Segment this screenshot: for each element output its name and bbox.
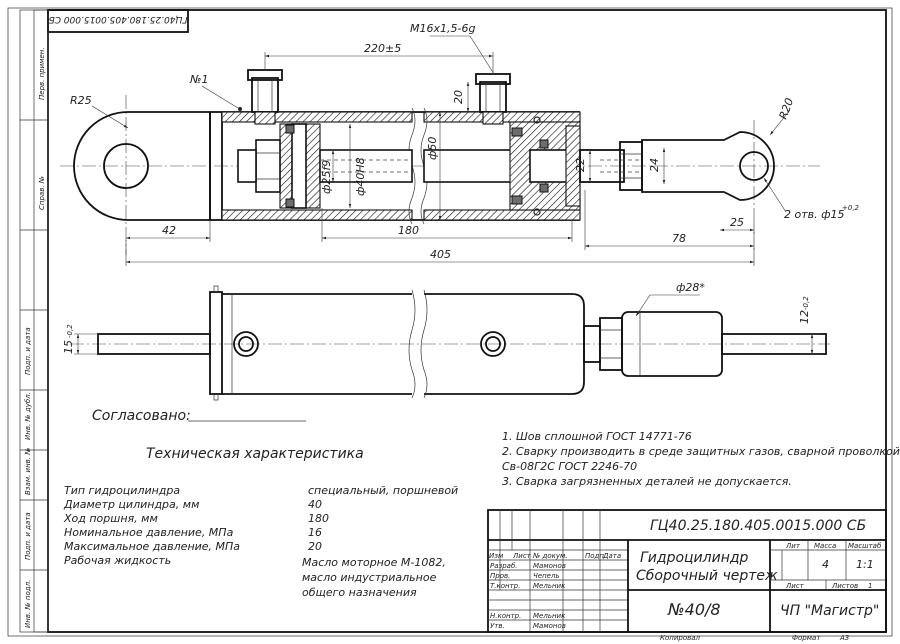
title-block: ГЦ40.25.180.405.0015.000 СБ Гидроцилиндр…	[487, 509, 887, 642]
tb-col-izm: Изм	[489, 552, 504, 560]
spec-value-4: 20	[308, 540, 322, 553]
tb-col-date: Дата	[602, 552, 621, 560]
spec-label-2: Ход поршня, мм	[63, 512, 158, 525]
side-label-5: Взам. инв. №	[24, 447, 32, 495]
dim-d28: ф28*	[676, 281, 705, 294]
tb-designation: ГЦ40.25.180.405.0015.000 СБ	[650, 518, 866, 534]
dim-d50: ф50	[426, 137, 439, 160]
spec-value-0: специальный, поршневой	[308, 484, 458, 497]
dim-d40: ф40Н8	[354, 157, 367, 196]
dim-20-top: 20	[452, 90, 465, 104]
tb-copied: Копировал	[660, 634, 701, 642]
dim-r25: R25	[70, 94, 92, 107]
tb-mass: 4	[822, 558, 829, 571]
dim-15: 15	[62, 340, 75, 354]
spec-label-3: Номинальное давление, МПа	[64, 526, 234, 539]
agreed-label: Согласовано:	[92, 408, 191, 424]
tb-name-2: Сборочный чертеж	[636, 568, 778, 584]
tb-role-0: Разраб.	[490, 562, 518, 570]
tb-format-val: А3	[839, 634, 849, 642]
dim-12-tol: -0,2	[802, 296, 810, 310]
note-2: 2. Сварку производить в среде защитных г…	[502, 445, 900, 458]
tb-name-1: Гидроцилиндр	[640, 550, 749, 566]
spec-value-5c: общего назначения	[302, 586, 417, 599]
tb-person-4: Мельник	[533, 612, 566, 620]
tb-sheet-label: Лист	[785, 582, 805, 590]
dim-12: 12	[798, 310, 811, 324]
tb-col-list: Лист	[512, 552, 532, 560]
tb-sheets-label: Листов	[831, 582, 858, 590]
stamp-top-left: ГЦ40.25.180.405.0015.000 СБ	[49, 14, 188, 24]
technical-notes: 1. Шов сплошной ГОСТ 14771-76 2. Сварку …	[502, 430, 900, 488]
dim-pos1: №1	[189, 73, 208, 86]
dim-78: 78	[672, 232, 686, 245]
dim-22: 22	[574, 158, 587, 172]
tb-person-0: Мамонов	[533, 562, 566, 570]
side-label-1: Перв. примен.	[38, 47, 46, 100]
tb-format: Формат	[792, 634, 821, 642]
dim-42: 42	[162, 224, 176, 237]
dim-405: 405	[430, 248, 451, 261]
spec-title: Техническая характеристика	[146, 446, 364, 462]
tb-person-1: Чепель	[533, 572, 560, 580]
tb-org: ЧП "Магистр"	[780, 603, 879, 619]
side-label-3: Подп. и дата	[24, 327, 32, 375]
side-label-7: Инв. № подл.	[24, 580, 32, 628]
technical-characteristics: Техническая характеристика Тип гидроцили…	[63, 446, 458, 599]
tb-sheets: 1	[868, 582, 872, 590]
tb-number: №40/8	[667, 600, 721, 619]
dim-holes-tol: +0,2	[842, 204, 860, 212]
dim-220: 220±5	[364, 42, 401, 55]
tb-scale: 1:1	[856, 558, 874, 571]
spec-label-5: Рабочая жидкость	[64, 554, 171, 567]
spec-value-2: 180	[308, 512, 329, 525]
tb-role-5: Утв.	[490, 622, 505, 630]
cylinder-section-view	[60, 69, 820, 255]
tb-person-5: Мамонов	[533, 622, 566, 630]
tb-col-sign: Подп.	[585, 552, 606, 560]
note-2b: Св-08Г2С ГОСТ 2246-70	[502, 460, 637, 473]
tb-role-2: Т.контр.	[490, 582, 520, 590]
dim-d25: ф25f9	[320, 160, 333, 194]
tb-col-doc: № докум.	[532, 552, 568, 560]
note-3: 3. Сварка загрязненных деталей не допуск…	[502, 475, 792, 488]
spec-value-5b: масло индустриальное	[302, 571, 437, 584]
dim-24: 24	[648, 158, 661, 172]
drawing-frame: ГЦ40.25.180.405.0015.000 СБ Перв. примен…	[7, 7, 893, 637]
tb-role-4: Н.контр.	[490, 612, 521, 620]
side-label-6: Подп. и дата	[24, 512, 32, 560]
tb-person-2: Мельник	[533, 582, 566, 590]
tb-mass-label: Масса	[814, 542, 836, 550]
dim-thread: М16х1,5-6g	[410, 22, 475, 35]
dimension-annotations: М16х1,5-6g 220±5 №1 R25 20 R20 ф25f9 ф40…	[70, 22, 860, 266]
cylinder-side-view: ф28* 15 -0,2 12 -0,2	[62, 281, 830, 401]
dim-180: 180	[398, 224, 419, 237]
spec-value-5: Масло моторное М-1082,	[302, 556, 446, 569]
tb-scale-label: Масштаб	[848, 542, 882, 550]
side-label-2: Справ. №	[38, 176, 46, 210]
dim-25: 25	[730, 216, 744, 229]
tb-lit-label: Лит	[785, 542, 801, 550]
dim-15-tol: -0,2	[66, 324, 74, 338]
dim-r20: R20	[777, 96, 797, 121]
spec-label-4: Максимальное давление, МПа	[64, 540, 240, 553]
dim-holes: 2 отв. ф15	[784, 208, 845, 221]
note-1: 1. Шов сплошной ГОСТ 14771-76	[502, 430, 692, 443]
spec-value-3: 16	[308, 526, 322, 539]
spec-label-1: Диаметр цилиндра, мм	[63, 498, 199, 511]
spec-value-1: 40	[308, 498, 322, 511]
tb-role-1: Пров.	[490, 572, 510, 580]
side-label-4: Инв. № дубл.	[24, 392, 32, 440]
spec-label-0: Тип гидроцилиндра	[64, 484, 180, 497]
